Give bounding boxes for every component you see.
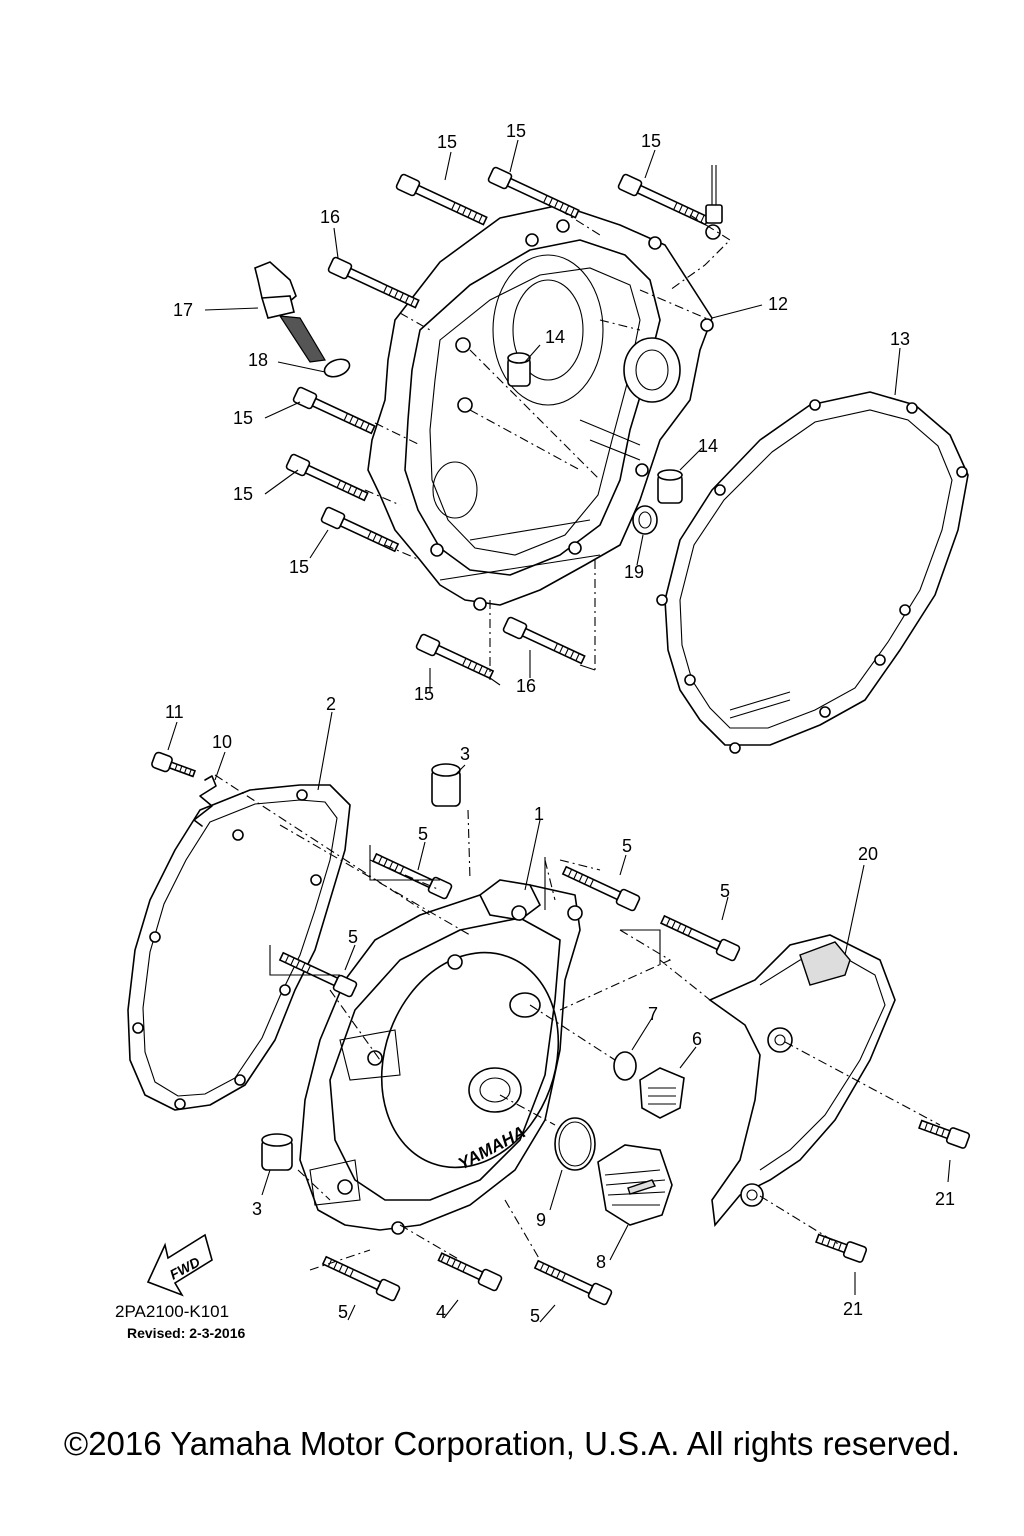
callout-14: 14	[698, 436, 718, 456]
callout-19: 19	[624, 562, 644, 582]
callout-15: 15	[414, 684, 434, 704]
callout-15: 15	[641, 131, 661, 151]
callout-5: 5	[418, 824, 428, 844]
cover-gasket-part-2	[127, 784, 351, 1111]
callout-6: 6	[692, 1029, 702, 1049]
clamp-part-10	[193, 775, 217, 827]
alignment-lines-upper	[364, 209, 731, 686]
callout-15: 15	[289, 557, 309, 577]
diagram-reference-code: 2PA2100-K101	[115, 1302, 230, 1321]
bolt-part-16	[327, 256, 586, 665]
callout-21: 21	[935, 1189, 955, 1209]
callout-16: 16	[516, 676, 536, 696]
callout-16: 16	[320, 207, 340, 227]
callout-18: 18	[248, 350, 268, 370]
callout-17: 17	[173, 300, 193, 320]
cover-gasket-part-13	[656, 391, 969, 754]
callout-5: 5	[720, 881, 730, 901]
callout-5: 5	[622, 836, 632, 856]
crankcase-cover-part-1: YAMAHA	[299, 879, 583, 1235]
dowel-pin-part-14	[507, 352, 683, 504]
callout-20: 20	[858, 844, 878, 864]
o-ring-part-9	[554, 1117, 596, 1171]
fwd-arrow-icon: FWD	[146, 1233, 213, 1297]
o-ring-part-18	[323, 358, 351, 378]
bolt-part-5	[278, 852, 741, 1306]
sprocket-cover-part-20	[708, 934, 896, 1227]
bolt-part-4	[437, 1252, 503, 1292]
o-ring-part-7	[613, 1051, 637, 1081]
callout-11: 11	[165, 702, 184, 722]
dowel-pin-part-3	[261, 763, 461, 1171]
plug-part-6	[639, 1067, 685, 1119]
oil-seal-part-19	[632, 505, 658, 535]
callout-14: 14	[545, 327, 565, 347]
callout-3: 3	[252, 1199, 262, 1219]
callout-5: 5	[348, 927, 358, 947]
callout-21: 21	[843, 1299, 863, 1319]
callout-5: 5	[338, 1302, 348, 1322]
copyright-notice: ©2016 Yamaha Motor Corporation, U.S.A. A…	[63, 1425, 961, 1462]
callout-5: 5	[530, 1306, 540, 1326]
exploded-parts-diagram: YAMAHA	[127, 121, 971, 1326]
callout-13: 13	[890, 329, 910, 349]
revision-date: Revised: 2-3-2016	[127, 1325, 246, 1341]
bolt-part-15	[285, 166, 710, 680]
callout-10: 10	[212, 732, 232, 752]
alignment-lines-lower	[214, 774, 941, 1271]
callout-9: 9	[536, 1210, 546, 1230]
callout-1: 1	[534, 804, 544, 824]
callout-labels: 1 2 3 3 4 5 5 5 5 5 5 6 7 8 9 10 11 12 1…	[165, 121, 955, 1326]
bolt-part-21	[815, 1119, 971, 1263]
oil-level-gauge-part-17	[254, 261, 326, 363]
wire-terminal	[705, 165, 723, 240]
callout-15: 15	[437, 132, 457, 152]
callout-15: 15	[506, 121, 526, 141]
callout-12: 12	[768, 294, 788, 314]
callout-3: 3	[460, 744, 470, 764]
callout-15: 15	[233, 484, 253, 504]
callout-2: 2	[326, 694, 336, 714]
crankcase-cover-part-12	[367, 204, 714, 611]
callout-leaders	[167, 139, 951, 1323]
plug-part-8	[597, 1144, 673, 1226]
screw-part-11	[151, 751, 197, 778]
callout-8: 8	[596, 1252, 606, 1272]
callout-4: 4	[436, 1302, 446, 1322]
callout-15: 15	[233, 408, 253, 428]
callout-7: 7	[648, 1004, 658, 1024]
